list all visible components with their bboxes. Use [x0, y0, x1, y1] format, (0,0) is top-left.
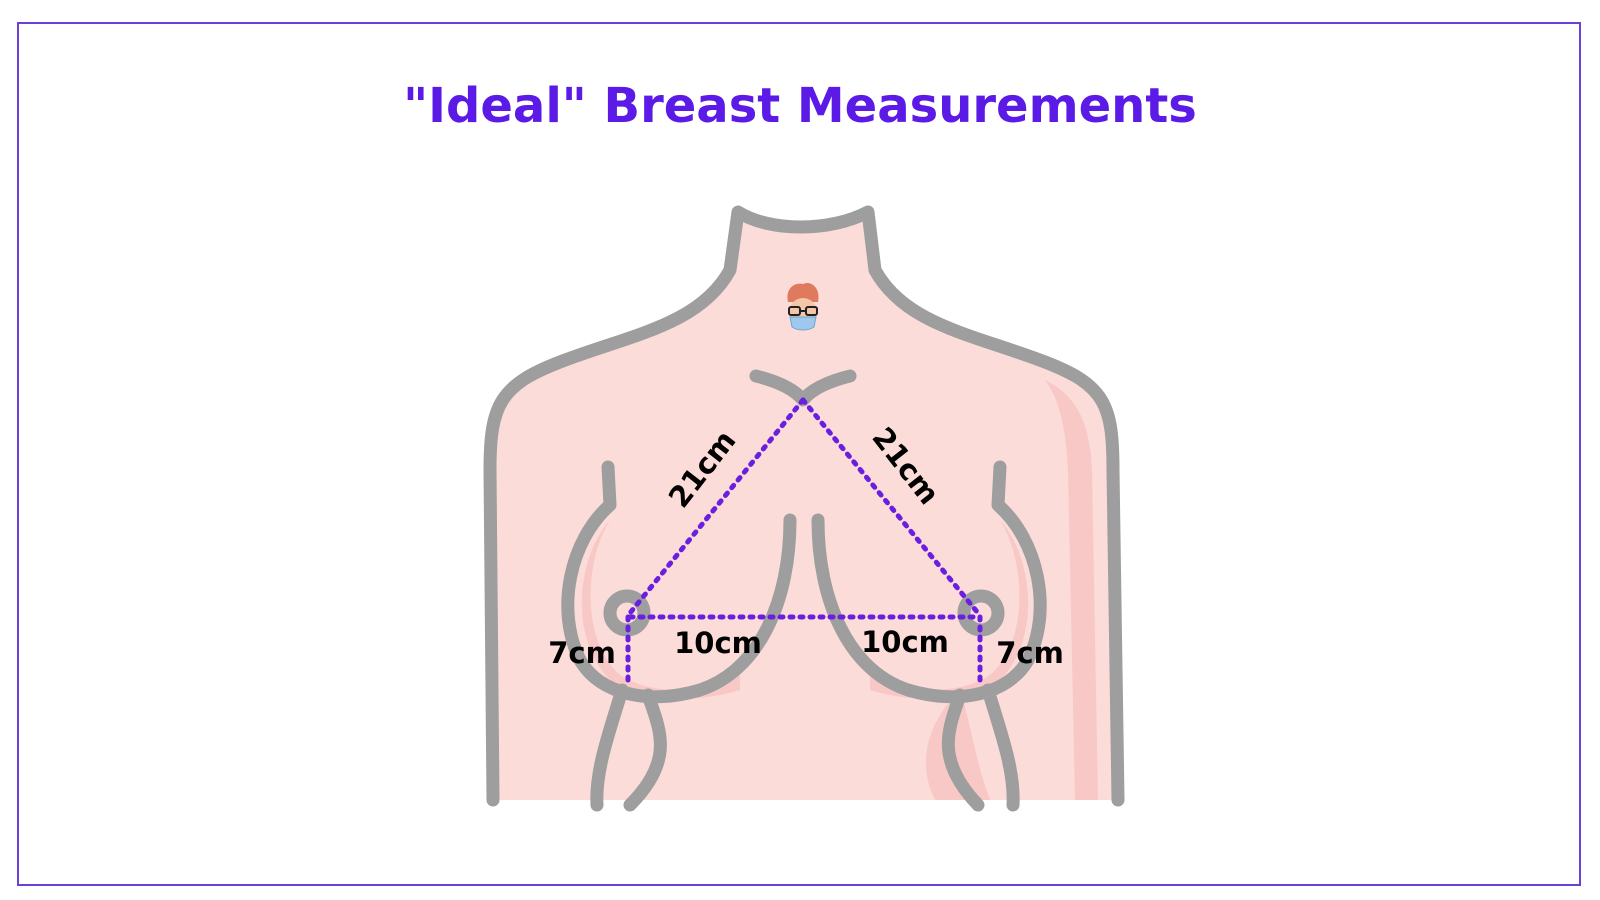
torso-skin: [490, 212, 1118, 800]
right-waist-outline: [981, 683, 1020, 812]
right-diagonal-line: [800, 397, 981, 616]
right-arm-gap-outline: [941, 688, 985, 812]
right-breast-outline: [811, 460, 1047, 704]
torso-shade-right: [1045, 380, 1098, 800]
page-title: "Ideal" Breast Measurements: [403, 78, 1197, 134]
right-horizontal-label: 10cm: [861, 625, 949, 659]
doctor-avatar-with-mask-icon: [787, 282, 819, 331]
left-vertical-label: 7cm: [548, 636, 616, 670]
left-diagonal-line: [627, 397, 806, 616]
right-vertical-label: 7cm: [996, 636, 1064, 670]
left-horizontal-label: 10cm: [674, 626, 762, 660]
measurement-lines: [625, 397, 983, 686]
left-arm-gap-outline: [623, 688, 667, 812]
left-waist-outline: [590, 683, 629, 812]
right-side-hip-shade: [925, 690, 990, 800]
left-breast-outline: [561, 460, 797, 704]
neck-shoulders-outline: [483, 205, 1125, 807]
